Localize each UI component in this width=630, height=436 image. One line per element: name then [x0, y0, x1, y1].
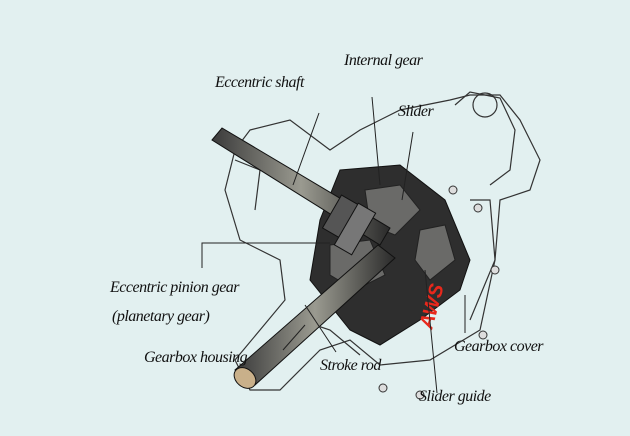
eccentric-shaft	[211, 127, 391, 256]
leader-lines	[201, 96, 466, 394]
label-eccentric-shaft: Eccentric shaft	[215, 74, 304, 91]
label-gearbox-housing: Gearbox housing	[144, 349, 248, 366]
stroke-rod	[233, 244, 396, 389]
label-internal-gear: Internal gear	[344, 52, 423, 69]
label-gearbox-cover: Gearbox cover	[454, 338, 544, 355]
label-slider-guide: Slider guide	[419, 388, 491, 405]
label-stroke-rod: Stroke rod	[320, 357, 381, 374]
label-eccentric-pinion-gear: Eccentric pinion gear	[110, 279, 240, 296]
label-planetary-gear: (planetary gear)	[112, 308, 210, 325]
label-slider: Slider	[398, 103, 434, 120]
